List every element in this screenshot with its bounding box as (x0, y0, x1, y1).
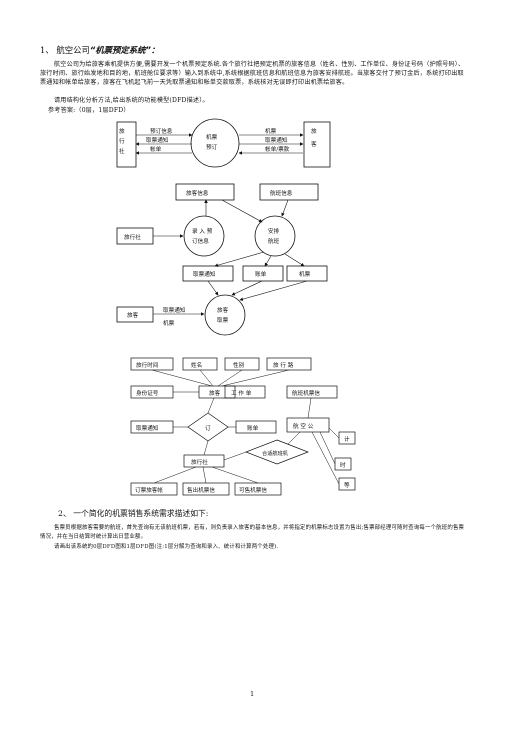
dfd1-proc-pickup-line-2: 取票 (217, 317, 229, 324)
dfd0-process-circle (190, 118, 240, 168)
er-entity-agency-label: 旅行社 (191, 458, 208, 466)
dfd1-out-bill-label: 账单 (255, 270, 267, 278)
q1-paragraph-1: 航空公司为给旅客乘机提供方便,需要开发一个机票预定系统.各个旅行社把预定机票的旅… (40, 61, 465, 86)
er-attr-seat-label: 航班机票信 (292, 389, 320, 397)
dfd1-store-passenger-label: 旅客信息 (186, 189, 209, 197)
dfd0-flow-notice-left: 取票通知 (146, 136, 169, 144)
er-entity-airline-label: 航 空 公 (293, 422, 314, 430)
er-attr-time-label: 旅行时间 (136, 361, 159, 369)
dfd1-proc-input-line-2: 订信息 (192, 237, 209, 245)
dfd0-agency-char-1: 旅 (119, 127, 125, 135)
dfd1-out-bill (242, 265, 284, 282)
er-attr-id-label: 身份证号 (136, 389, 159, 397)
dfd0-agency-char-2: 行 (119, 137, 125, 145)
er-rel-book-label: 订 (205, 425, 211, 432)
dfd1-proc-input (183, 215, 225, 257)
q1-answer-label: 参考答案:（0层，1层DFD） (48, 107, 130, 114)
dfd1-out-ticket-label: 机票 (299, 270, 311, 278)
q1-number: 1、 (40, 45, 54, 55)
dfd1: 旅客信息 航班信息 旅行社 录 入 预 订信息 安排 航班 取票通知 账单 机票… (116, 183, 328, 336)
dfd0-flow-ticket: 机票 (265, 127, 277, 135)
q2-number: 2、 (58, 509, 71, 518)
dfd0-flow-bill-left: 帐单 (150, 145, 162, 153)
er-attr-seat (286, 385, 338, 399)
dfd1-out-notice-label: 取票通知 (193, 270, 216, 278)
er-attr-right-1-label: 计 (344, 435, 350, 443)
dfd0-process-line-1: 机票 (206, 133, 218, 141)
dfd0-passenger-char-2: 客 (311, 140, 317, 148)
er-rel-arrange-label: 合适航班机 (262, 449, 289, 457)
er-attr-count-label: 订票旅客帐 (135, 486, 163, 494)
q1-title-prefix: 航空公司 (56, 45, 90, 55)
er-rel-arrange (245, 439, 309, 465)
er-attr-route-label: 旅 行 路 (273, 361, 294, 369)
q2-heading: 2、 一个简化的机票销售系统需求描述如下: (58, 508, 208, 519)
q2-paragraph-1: 售票员根据旅客需要的航班，首先查询有无该航班机票，若有，则负责录入旅客的基本信息… (40, 525, 465, 540)
q1-title-main: “机票预定系统”： (89, 45, 160, 55)
dfd1-proc-arrange-line-2: 航班 (268, 237, 280, 245)
er-attr-avail-label: 可售机票信 (239, 486, 267, 494)
dfd0-agency-char-3: 社 (119, 147, 125, 155)
er-attr-work (224, 385, 266, 399)
er-attr-right-3-label: 等 (344, 481, 350, 489)
er-attr-name-label: 姓名 (191, 361, 202, 369)
dfd1-flow-pay-ticket: 机票 (163, 319, 175, 327)
er-attr-gender-label: 性别 (233, 361, 245, 369)
dfd1-flow-pay-notice: 取票通知 (163, 306, 186, 314)
dfd0-flow-booking-info: 预订信息 (150, 127, 173, 135)
er-attr-notice-label: 取票通知 (136, 424, 159, 432)
dfd1-passenger-label: 旅客 (127, 311, 139, 319)
er-attr-bill-label: 账单 (247, 424, 259, 432)
dfd1-proc-pickup-line-1: 旅客 (217, 306, 229, 314)
dfd0-flow-bill-payment: 帐单/票款 (265, 145, 290, 153)
q1-paragraph-2: 请用结构化分析方法,给出系统的功能模型(DFD描述）。 (54, 97, 209, 104)
dfd0-passenger-char-1: 旅 (311, 127, 317, 135)
dfd1-agency-label: 旅行社 (124, 233, 141, 241)
er-attr-right-2-label: 时 (340, 461, 346, 469)
er-attr-work-label: 工 作 单 (231, 389, 252, 397)
er-attr-sell-label: 售出机票信 (187, 486, 215, 494)
q2-paragraph-2: 请画出该系统的0层DFD图和1层DFD图(注:1层分解为查询和录入、统计和计算两… (54, 544, 279, 550)
dfd1-passenger-box (116, 306, 154, 323)
er-diagram: 旅行时间 姓名 性别 旅 行 路 身份证号 旅客 工 作 单 航班机票信 取票通… (130, 357, 356, 496)
dfd1-store-flight (259, 183, 319, 201)
dfd1-proc-arrange-line-1: 安排 (268, 227, 280, 235)
page-number: 1 (250, 690, 255, 698)
dfd1-proc-input-line-1: 录 入 预 (192, 227, 213, 235)
dfd0-flow-notice-right: 取票通知 (265, 136, 288, 144)
dfd0: 旅 行 社 机票 预订 旅 客 预订信息 取票通知 帐单 机票 取票通知 帐单/… (116, 118, 331, 168)
dfd1-store-flight-label: 航班信息 (270, 189, 293, 197)
dfd1-proc-arrange (254, 215, 296, 257)
q1-heading: 1、 航空公司“机票预定系统”： (40, 44, 159, 56)
dfd0-process-line-2: 预订 (206, 143, 218, 151)
er-entity-passenger-label: 旅客 (209, 389, 221, 397)
dfd0-passenger-box (303, 121, 331, 168)
dfd1-proc-pickup (204, 294, 246, 336)
q2-title: 一个简化的机票销售系统需求描述如下: (73, 509, 209, 518)
